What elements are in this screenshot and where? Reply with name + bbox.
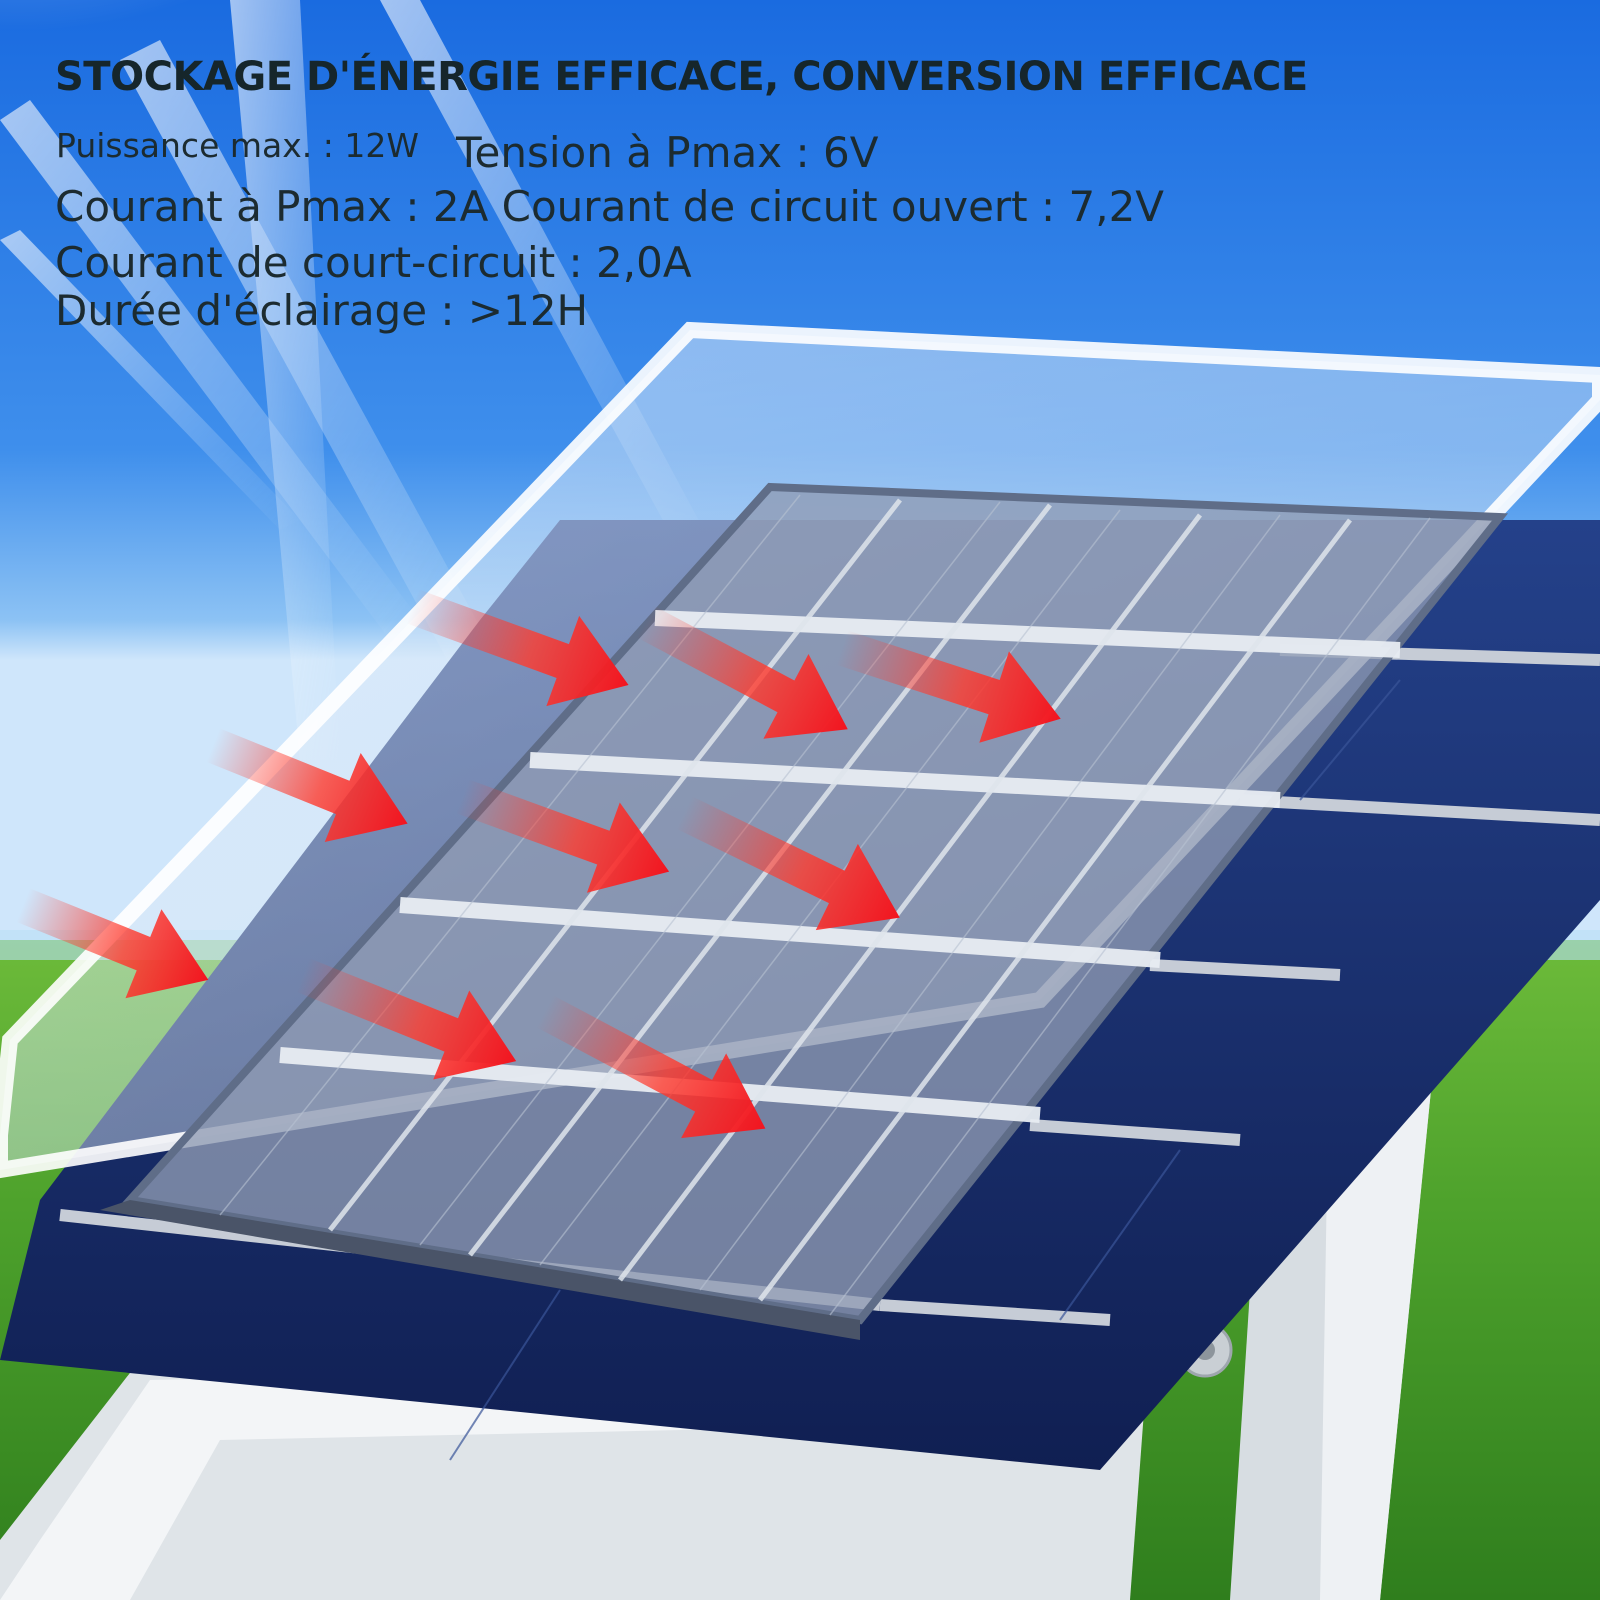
spec-lighting-duration: Durée d'éclairage : >12H (55, 286, 589, 335)
spec-max-power: Puissance max. : 12W (56, 126, 419, 165)
headline: STOCKAGE D'ÉNERGIE EFFICACE, CONVERSION … (55, 54, 1308, 100)
spec-voltage-pmax: Tension à Pmax : 6V (456, 128, 879, 177)
red-arrows (16, 589, 1061, 1139)
spec-current-open-circuit: Courant à Pmax : 2A Courant de circuit o… (55, 182, 1165, 231)
spec-short-circuit: Courant de court-circuit : 2,0A (55, 238, 692, 287)
